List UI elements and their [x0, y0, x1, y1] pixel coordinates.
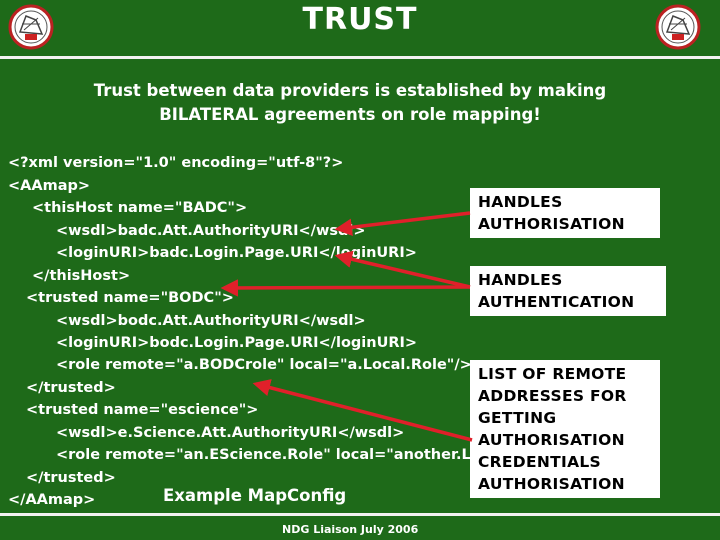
- callout-line: HANDLES: [478, 193, 563, 211]
- footer-text: NDG Liaison July 2006: [282, 523, 419, 536]
- title-divider: [0, 56, 720, 59]
- example-caption: Example MapConfig: [163, 486, 347, 505]
- ndg-logo-right-icon: [655, 4, 701, 50]
- code-line: <loginURI>badc.Login.Page.URI</loginURI>: [56, 245, 417, 261]
- code-line: <wsdl>bodc.Att.AuthorityURI</wsdl>: [56, 313, 366, 329]
- callout-line: GETTING: [478, 409, 557, 427]
- code-line: <wsdl>e.Science.Att.AuthorityURI</wsdl>: [56, 425, 405, 441]
- callout-line: HANDLES: [478, 271, 563, 289]
- code-line: <trusted name="BODC">: [26, 290, 234, 306]
- xml-code-block: <?xml version="1.0" encoding="utf-8"?> <…: [0, 0, 571, 508]
- callout-remote-addresses: LIST OF REMOTE ADDRESSES FOR GETTING AUT…: [470, 360, 660, 498]
- code-line: <loginURI>bodc.Login.Page.URI</loginURI>: [56, 335, 418, 351]
- footer-divider: [0, 513, 720, 516]
- code-line: </trusted>: [26, 470, 116, 486]
- callout-handles-authorisation: HANDLES AUTHORISATION: [470, 188, 660, 238]
- ndg-logo-left-icon: [8, 4, 54, 50]
- callout-line: AUTHORISATION: [478, 475, 625, 493]
- code-line: </trusted>: [26, 380, 116, 396]
- code-line: <role remote="a.BODCrole" local="a.Local…: [56, 357, 472, 373]
- callout-line: ADDRESSES FOR: [478, 387, 627, 405]
- callout-handles-authentication: HANDLES AUTHENTICATION: [470, 266, 666, 316]
- callout-line: AUTHORISATION: [478, 431, 625, 449]
- arrow-authentication-trusted: [220, 279, 471, 297]
- code-line: <?xml version="1.0" encoding="utf-8"?>: [8, 155, 344, 171]
- code-line: <thisHost name="BADC">: [32, 200, 248, 216]
- code-line: <role remote="an.EScience.Role" local="a…: [56, 447, 571, 463]
- slide-title: TRUST: [302, 2, 418, 37]
- callout-line: AUTHENTICATION: [478, 293, 635, 311]
- callout-line: AUTHORISATION: [478, 215, 625, 233]
- subtitle-line-1: Trust between data providers is establis…: [93, 81, 607, 100]
- code-line: <wsdl>badc.Att.AuthorityURI</wsdl>: [56, 223, 366, 239]
- callout-line: CREDENTIALS: [478, 453, 602, 471]
- callout-line: LIST OF REMOTE: [478, 365, 627, 383]
- slide-subtitle: Trust between data providers is establis…: [0, 79, 700, 127]
- code-line: </thisHost>: [32, 268, 131, 284]
- subtitle-line-2: BILATERAL agreements on role mapping!: [159, 105, 541, 124]
- code-line: <trusted name="escience">: [26, 402, 259, 418]
- code-line: <AAmap>: [8, 178, 91, 194]
- code-line: </AAmap>: [8, 492, 96, 508]
